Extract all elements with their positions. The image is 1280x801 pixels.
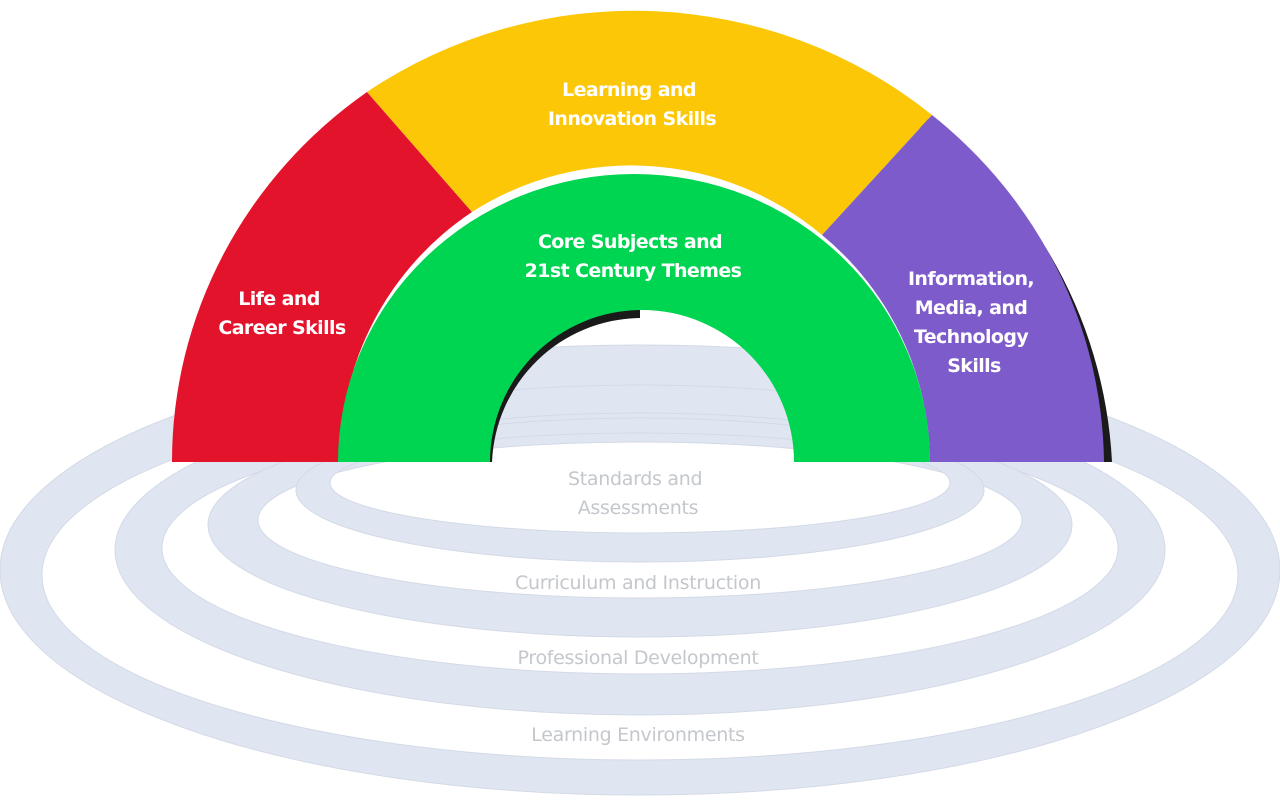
info-media-tech-label: Information, Media, and Technology Skill…	[908, 268, 1040, 377]
curriculum-instruction-label: Curriculum and Instruction	[515, 572, 761, 594]
core-subjects-arch	[338, 174, 930, 462]
life-career-label: Life and Career Skills	[218, 288, 346, 339]
learning-environments-label: Learning Environments	[531, 724, 744, 746]
standards-assessments-label: Standards and Assessments	[568, 468, 708, 519]
learning-innovation-segment	[367, 10, 932, 236]
professional-development-label: Professional Development	[518, 647, 759, 669]
core-subjects-segment	[338, 174, 930, 462]
info-media-tech-segment	[822, 115, 1104, 462]
core-subjects-label: Core Subjects and 21st Century Themes	[525, 231, 742, 282]
life-career-segment	[171, 92, 472, 462]
learning-innovation-label: Learning and Innovation Skills	[548, 79, 716, 130]
outer-arch	[171, 10, 1112, 462]
